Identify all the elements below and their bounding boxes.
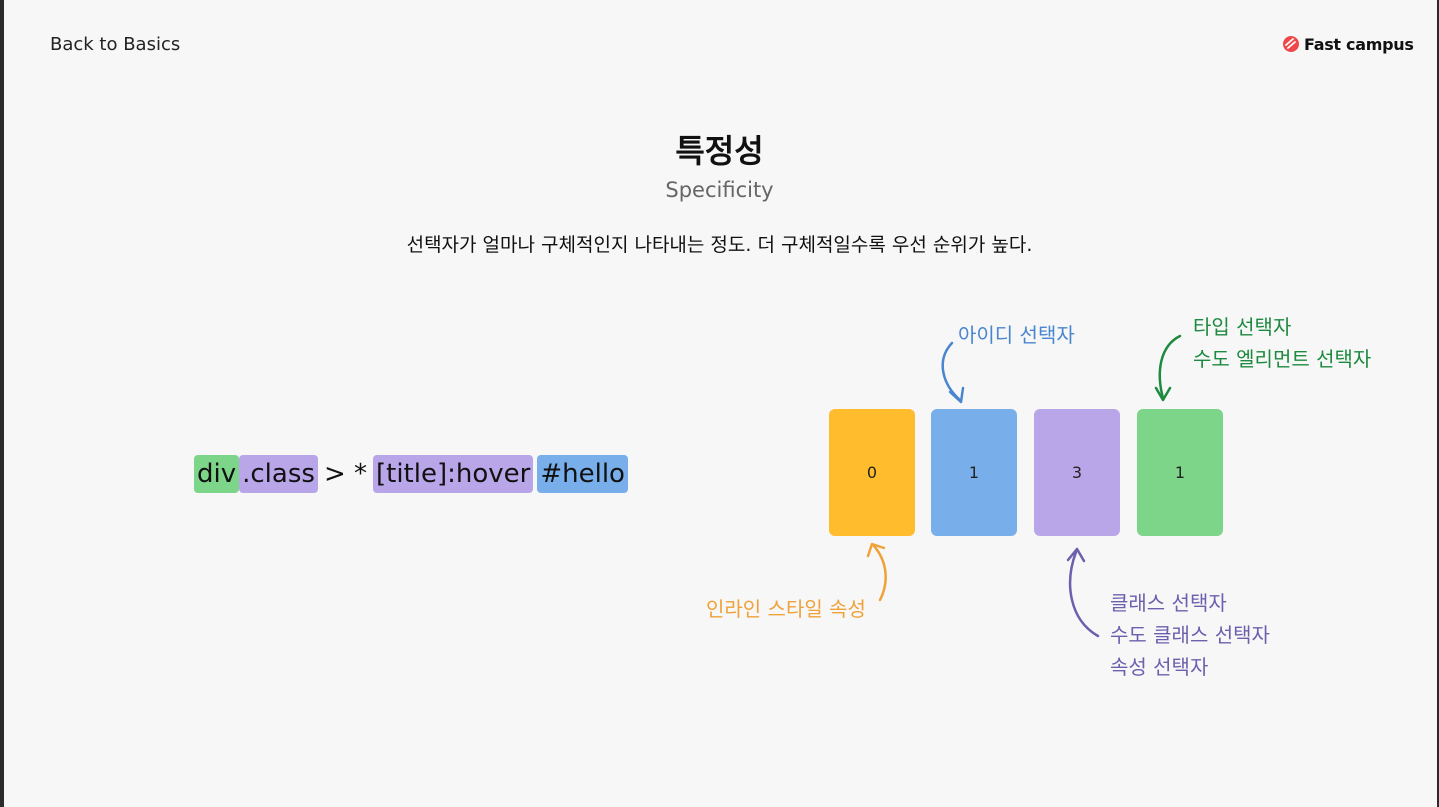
slide-subtitle: Specificity — [665, 178, 774, 202]
label-class-line: 수도 클래스 선택자 — [1110, 623, 1270, 647]
arrow-type-head — [1154, 386, 1172, 402]
specificity-card-inline: 0 — [829, 409, 915, 536]
arrow-class-head — [1066, 547, 1086, 563]
arrow-id-head — [948, 386, 965, 404]
specificity-card-class: 3 — [1034, 409, 1120, 536]
label-class-selector: 클래스 선택자 수도 클래스 선택자 속성 선택자 — [1110, 587, 1270, 683]
logo-text: Fast campus — [1304, 34, 1414, 54]
selector-token-type: div — [194, 455, 240, 493]
example-selector: div .class > * [title]:hover #hello — [194, 455, 628, 493]
fastcampus-logo-icon — [1283, 36, 1299, 52]
label-inline-style: 인라인 스타일 속성 — [706, 597, 866, 621]
arrow-id — [941, 341, 962, 402]
slide-description: 선택자가 얼마나 구체적인지 나타내는 정도. 더 구체적일수록 우선 순위가 … — [406, 234, 1033, 256]
arrow-class — [1068, 550, 1100, 638]
window-edge-left — [0, 0, 4, 807]
header-title: Back to Basics — [50, 34, 181, 55]
arrow-inline — [872, 544, 887, 602]
specificity-card-id: 1 — [931, 409, 1017, 536]
specificity-card-type: 1 — [1137, 409, 1223, 536]
arrow-type — [1158, 334, 1182, 400]
slide-title: 특정성 — [675, 132, 764, 170]
selector-token-attribute-pseudo: [title]:hover — [373, 455, 534, 493]
label-class-line: 클래스 선택자 — [1110, 591, 1227, 615]
label-type-line: 수도 엘리먼트 선택자 — [1193, 347, 1372, 371]
label-id-selector: 아이디 선택자 — [958, 323, 1075, 347]
label-class-line: 속성 선택자 — [1110, 655, 1209, 679]
fastcampus-logo: Fast campus — [1283, 33, 1414, 55]
label-type-selector: 타입 선택자 수도 엘리먼트 선택자 — [1193, 311, 1371, 375]
arrow-inline-head — [866, 542, 886, 558]
selector-token-id: #hello — [537, 455, 628, 493]
selector-token-combinator: > * — [323, 459, 367, 489]
label-type-line: 타입 선택자 — [1193, 315, 1292, 339]
selector-token-class: .class — [239, 455, 318, 493]
window-edge-right — [1437, 0, 1439, 807]
